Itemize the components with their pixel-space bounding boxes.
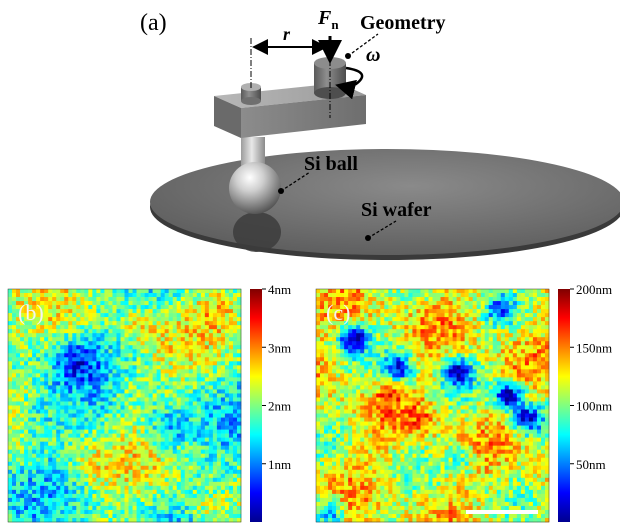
- ball-reflection: [233, 212, 281, 252]
- si-ball-label: Si ball: [304, 153, 358, 175]
- afm-map-c: [316, 289, 550, 523]
- colorbar-c-ticks: 200nm 150nm 100nm 50nm: [570, 282, 612, 472]
- si-ball-leader: [280, 171, 311, 192]
- force-label: Fn: [317, 7, 339, 32]
- omega-label: ω: [366, 44, 380, 66]
- panel-b-label: (b): [18, 300, 44, 325]
- panel-a: (a) r: [140, 7, 620, 260]
- force-subscript: n: [331, 17, 339, 32]
- panel-b: (b) 4nm 3nm 2nm 1nm: [7, 282, 291, 523]
- scale-bar: [466, 510, 538, 514]
- si-wafer-leader: [367, 220, 397, 239]
- colorbar-tick-label: 3nm: [268, 340, 291, 355]
- afm-map-b: [8, 289, 242, 523]
- si-ball-leader-dot: [278, 188, 284, 194]
- colorbar-tick-label: 50nm: [576, 457, 606, 472]
- colorbar-b-ticks: 4nm 3nm 2nm 1nm: [262, 282, 291, 472]
- geometry-label: Geometry: [360, 12, 446, 34]
- radius-label: r: [283, 24, 291, 44]
- colorbar-tick-label: 2nm: [268, 399, 291, 414]
- colorbar-tick-label: 4nm: [268, 282, 291, 297]
- colorbar-b: [250, 289, 262, 522]
- si-ball: [229, 162, 281, 214]
- colorbar-c: [558, 289, 570, 522]
- colorbar-tick-label: 150nm: [576, 340, 612, 355]
- colorbar-tick-label: 1nm: [268, 457, 291, 472]
- geometry-leader: [347, 33, 379, 57]
- si-wafer-leader-dot: [365, 235, 371, 241]
- geometry-leader-dot: [345, 53, 351, 59]
- panel-c: (c) 200nm 150nm 100nm 50nm: [315, 282, 612, 523]
- si-wafer-label: Si wafer: [361, 199, 432, 221]
- panel-c-label: (c): [326, 300, 350, 325]
- rotation-arrow: [335, 66, 364, 100]
- force-symbol: F: [317, 7, 332, 29]
- colorbar-tick-label: 100nm: [576, 399, 612, 414]
- colorbar-tick-label: 200nm: [576, 282, 612, 297]
- panel-a-label: (a): [140, 10, 167, 36]
